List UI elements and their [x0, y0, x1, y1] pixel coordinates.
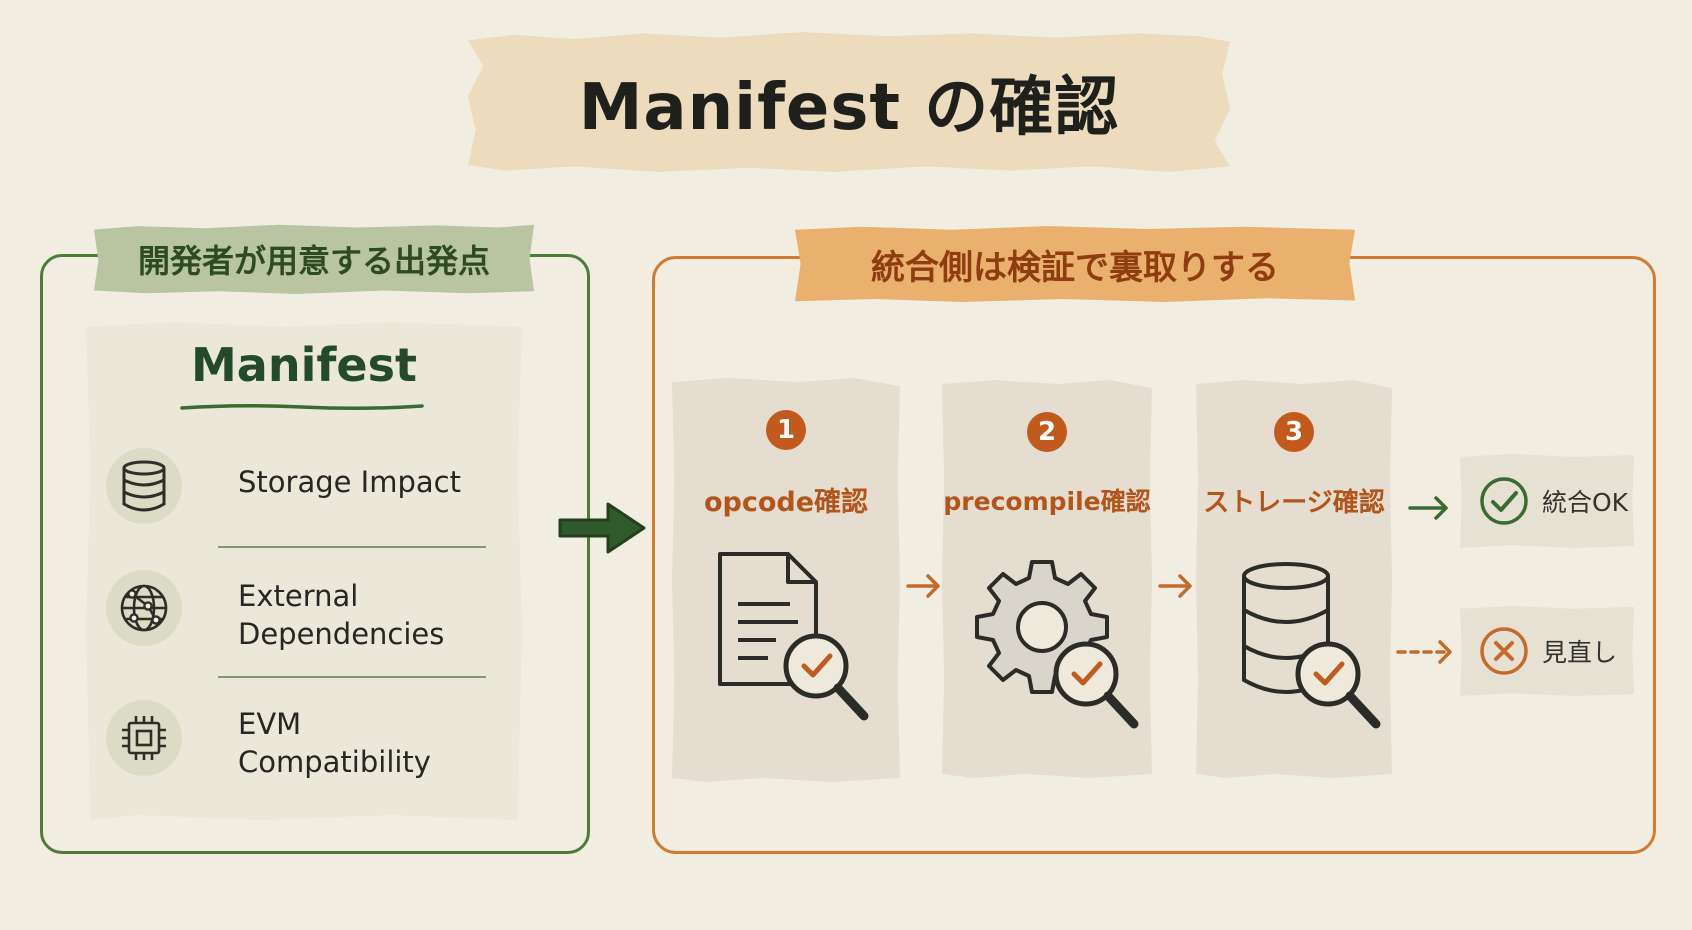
result-ok-label: 統合OK — [1542, 488, 1629, 517]
item-divider — [218, 676, 486, 678]
step-number-badge: 1 — [766, 410, 806, 450]
database-magnifier-icon — [1242, 562, 1381, 729]
ok-arrow-icon — [1408, 496, 1448, 520]
step-number-badge: 3 — [1274, 412, 1314, 452]
result-integration-ok: 統合OK — [1460, 454, 1634, 548]
database-icon — [106, 448, 182, 524]
manifest-card-title: Manifest — [191, 338, 417, 392]
verification-panel-tag: 統合側は検証で裏取りする — [795, 226, 1355, 302]
item-external-dependencies: External Dependencies — [238, 578, 444, 653]
x-circle-icon — [1480, 627, 1528, 675]
step-number-badge: 2 — [1027, 412, 1067, 452]
page-title: Manifest の確認 — [578, 71, 1120, 145]
check-circle-icon — [1480, 477, 1528, 525]
title-banner: Manifest の確認 — [468, 32, 1230, 172]
step-arrow-icon — [906, 574, 940, 598]
item-label-line2: Dependencies — [238, 616, 445, 651]
gear-magnifier-icon — [975, 560, 1139, 729]
step-label-storage: ストレージ確認 — [1203, 488, 1385, 518]
step-label-precompile: precompile確認 — [943, 487, 1151, 516]
step-arrow-icon — [1158, 574, 1192, 598]
document-magnifier-icon — [718, 552, 869, 721]
flow-arrow-icon — [558, 502, 646, 554]
item-label-line2: Compatibility — [238, 744, 431, 779]
review-dashed-arrow-icon — [1396, 640, 1452, 664]
developer-panel-tag: 開発者が用意する出発点 — [94, 224, 534, 294]
step-label-opcode: opcode確認 — [703, 487, 869, 518]
item-label-line1: EVM — [238, 707, 302, 741]
chip-icon — [106, 700, 182, 776]
item-label-line1: External — [238, 579, 359, 613]
result-needs-review: 見直し — [1460, 606, 1634, 696]
item-evm-compatibility: EVM Compatibility — [238, 706, 431, 781]
item-storage-impact: Storage Impact — [238, 465, 461, 499]
result-review-label: 見直し — [1542, 638, 1618, 667]
item-divider — [218, 546, 486, 548]
manifest-underline — [180, 403, 424, 411]
globe-network-icon — [106, 570, 182, 646]
